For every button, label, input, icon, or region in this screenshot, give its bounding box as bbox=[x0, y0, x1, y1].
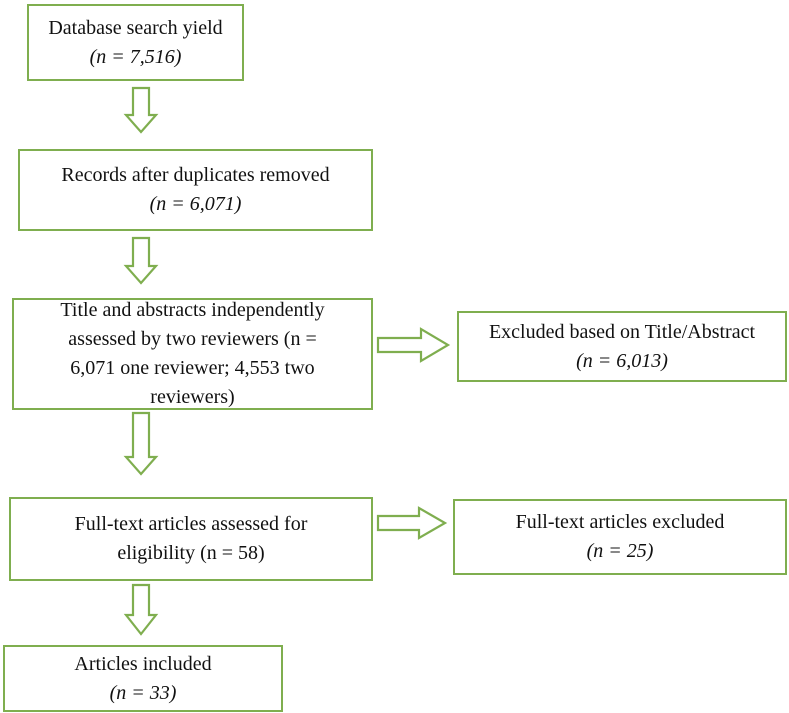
full-text-excluded-count: (n = 25) bbox=[586, 540, 654, 562]
excluded-title-abstract-box: Excluded based on Title/Abstract (n = 6,… bbox=[457, 311, 787, 382]
title-abstract-line-4: reviewers) bbox=[150, 386, 235, 408]
database-search-count: (n = 7,516) bbox=[89, 45, 182, 68]
database-search-box: Database search yield (n = 7,516) bbox=[27, 4, 244, 81]
full-text-assessed-line-1: Full-text articles assessed for bbox=[74, 513, 308, 535]
full-text-excluded-box: Full-text articles excluded (n = 25) bbox=[453, 499, 787, 575]
full-text-assessed-line-2: eligibility (n = 58) bbox=[117, 542, 265, 564]
full-text-excluded-label: Full-text articles excluded bbox=[515, 511, 725, 533]
right-arrow-2 bbox=[376, 506, 448, 540]
excluded-title-abstract-label: Excluded based on Title/Abstract bbox=[488, 320, 756, 343]
excluded-title-abstract-count: (n = 6,013) bbox=[576, 349, 668, 372]
articles-included-label: Articles included bbox=[74, 652, 212, 675]
articles-included-count: (n = 33) bbox=[109, 681, 177, 704]
down-arrow-3 bbox=[123, 411, 159, 476]
down-arrow-2 bbox=[123, 236, 159, 285]
title-abstract-line-1: Title and abstracts independently bbox=[60, 299, 325, 321]
duplicates-removed-count: (n = 6,071) bbox=[149, 193, 242, 215]
down-arrow-4 bbox=[123, 583, 159, 636]
duplicates-removed-label: Records after duplicates removed bbox=[61, 164, 330, 186]
articles-included-box: Articles included (n = 33) bbox=[3, 645, 283, 712]
title-abstract-line-3: 6,071 one reviewer; 4,553 two bbox=[70, 357, 315, 379]
right-arrow-1 bbox=[376, 327, 451, 363]
full-text-assessed-box: Full-text articles assessed for eligibil… bbox=[9, 497, 373, 581]
title-abstract-screening-box: Title and abstracts independently assess… bbox=[12, 298, 373, 410]
down-arrow-1 bbox=[123, 86, 159, 134]
database-search-label: Database search yield bbox=[48, 16, 223, 39]
title-abstract-line-2: assessed by two reviewers (n = bbox=[68, 328, 317, 350]
duplicates-removed-box: Records after duplicates removed (n = 6,… bbox=[18, 149, 373, 231]
